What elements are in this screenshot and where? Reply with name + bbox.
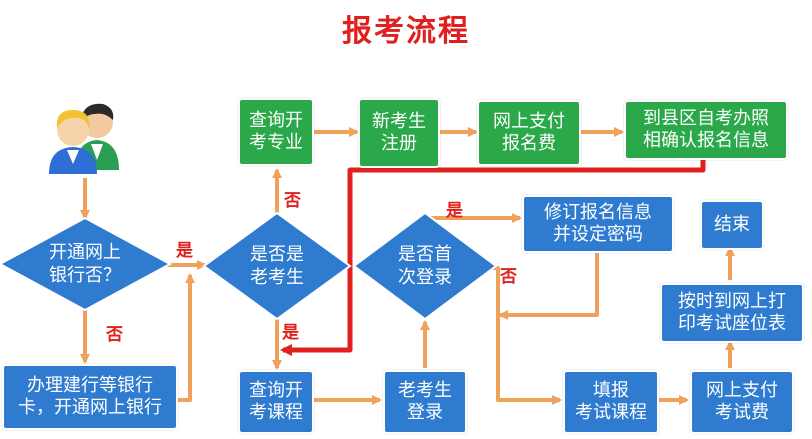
diamond-open-bank — [0, 216, 173, 312]
label-first-no: 否 — [500, 267, 517, 287]
box-county-confirm: 到县区自考办照 相确认报名信息 — [624, 100, 788, 160]
box-pay-registration-fee: 网上支付 报名费 — [477, 100, 581, 166]
box-print-ticket: 按时到网上打 印考试座位表 — [660, 283, 804, 343]
users-icon — [49, 103, 119, 174]
label-old-no: 否 — [284, 191, 301, 211]
label-bank-yes: 是 — [176, 241, 193, 261]
diamond-old-new — [202, 211, 352, 321]
edge-confirm-return — [280, 157, 706, 356]
box-new-register: 新考生 注册 — [358, 98, 440, 168]
label-bank-no: 否 — [106, 325, 123, 345]
box-revise-info: 修订报名信息 并设定密码 — [522, 195, 674, 253]
box-bank-card: 办理建行等银行 卡，开通网上银行 — [2, 364, 178, 430]
diamond-first-login — [352, 211, 498, 321]
edge-revise-return — [498, 250, 599, 320]
label-first-yes: 是 — [446, 201, 463, 221]
edge-first-yes — [423, 213, 522, 224]
box-end: 结束 — [700, 200, 764, 250]
edge-card-to-old — [175, 273, 195, 402]
box-fill-course: 填报 考试课程 — [563, 370, 659, 434]
box-pay-exam-fee: 网上支付 考试费 — [690, 370, 794, 434]
box-query-course: 查询开 考课程 — [238, 370, 314, 434]
box-old-login: 老考生 登录 — [383, 370, 467, 434]
label-old-yes: 是 — [282, 323, 299, 343]
edge-first-no — [490, 266, 562, 405]
box-query-major: 查询开 考专业 — [238, 98, 314, 166]
page-title: 报考流程 — [342, 14, 470, 49]
